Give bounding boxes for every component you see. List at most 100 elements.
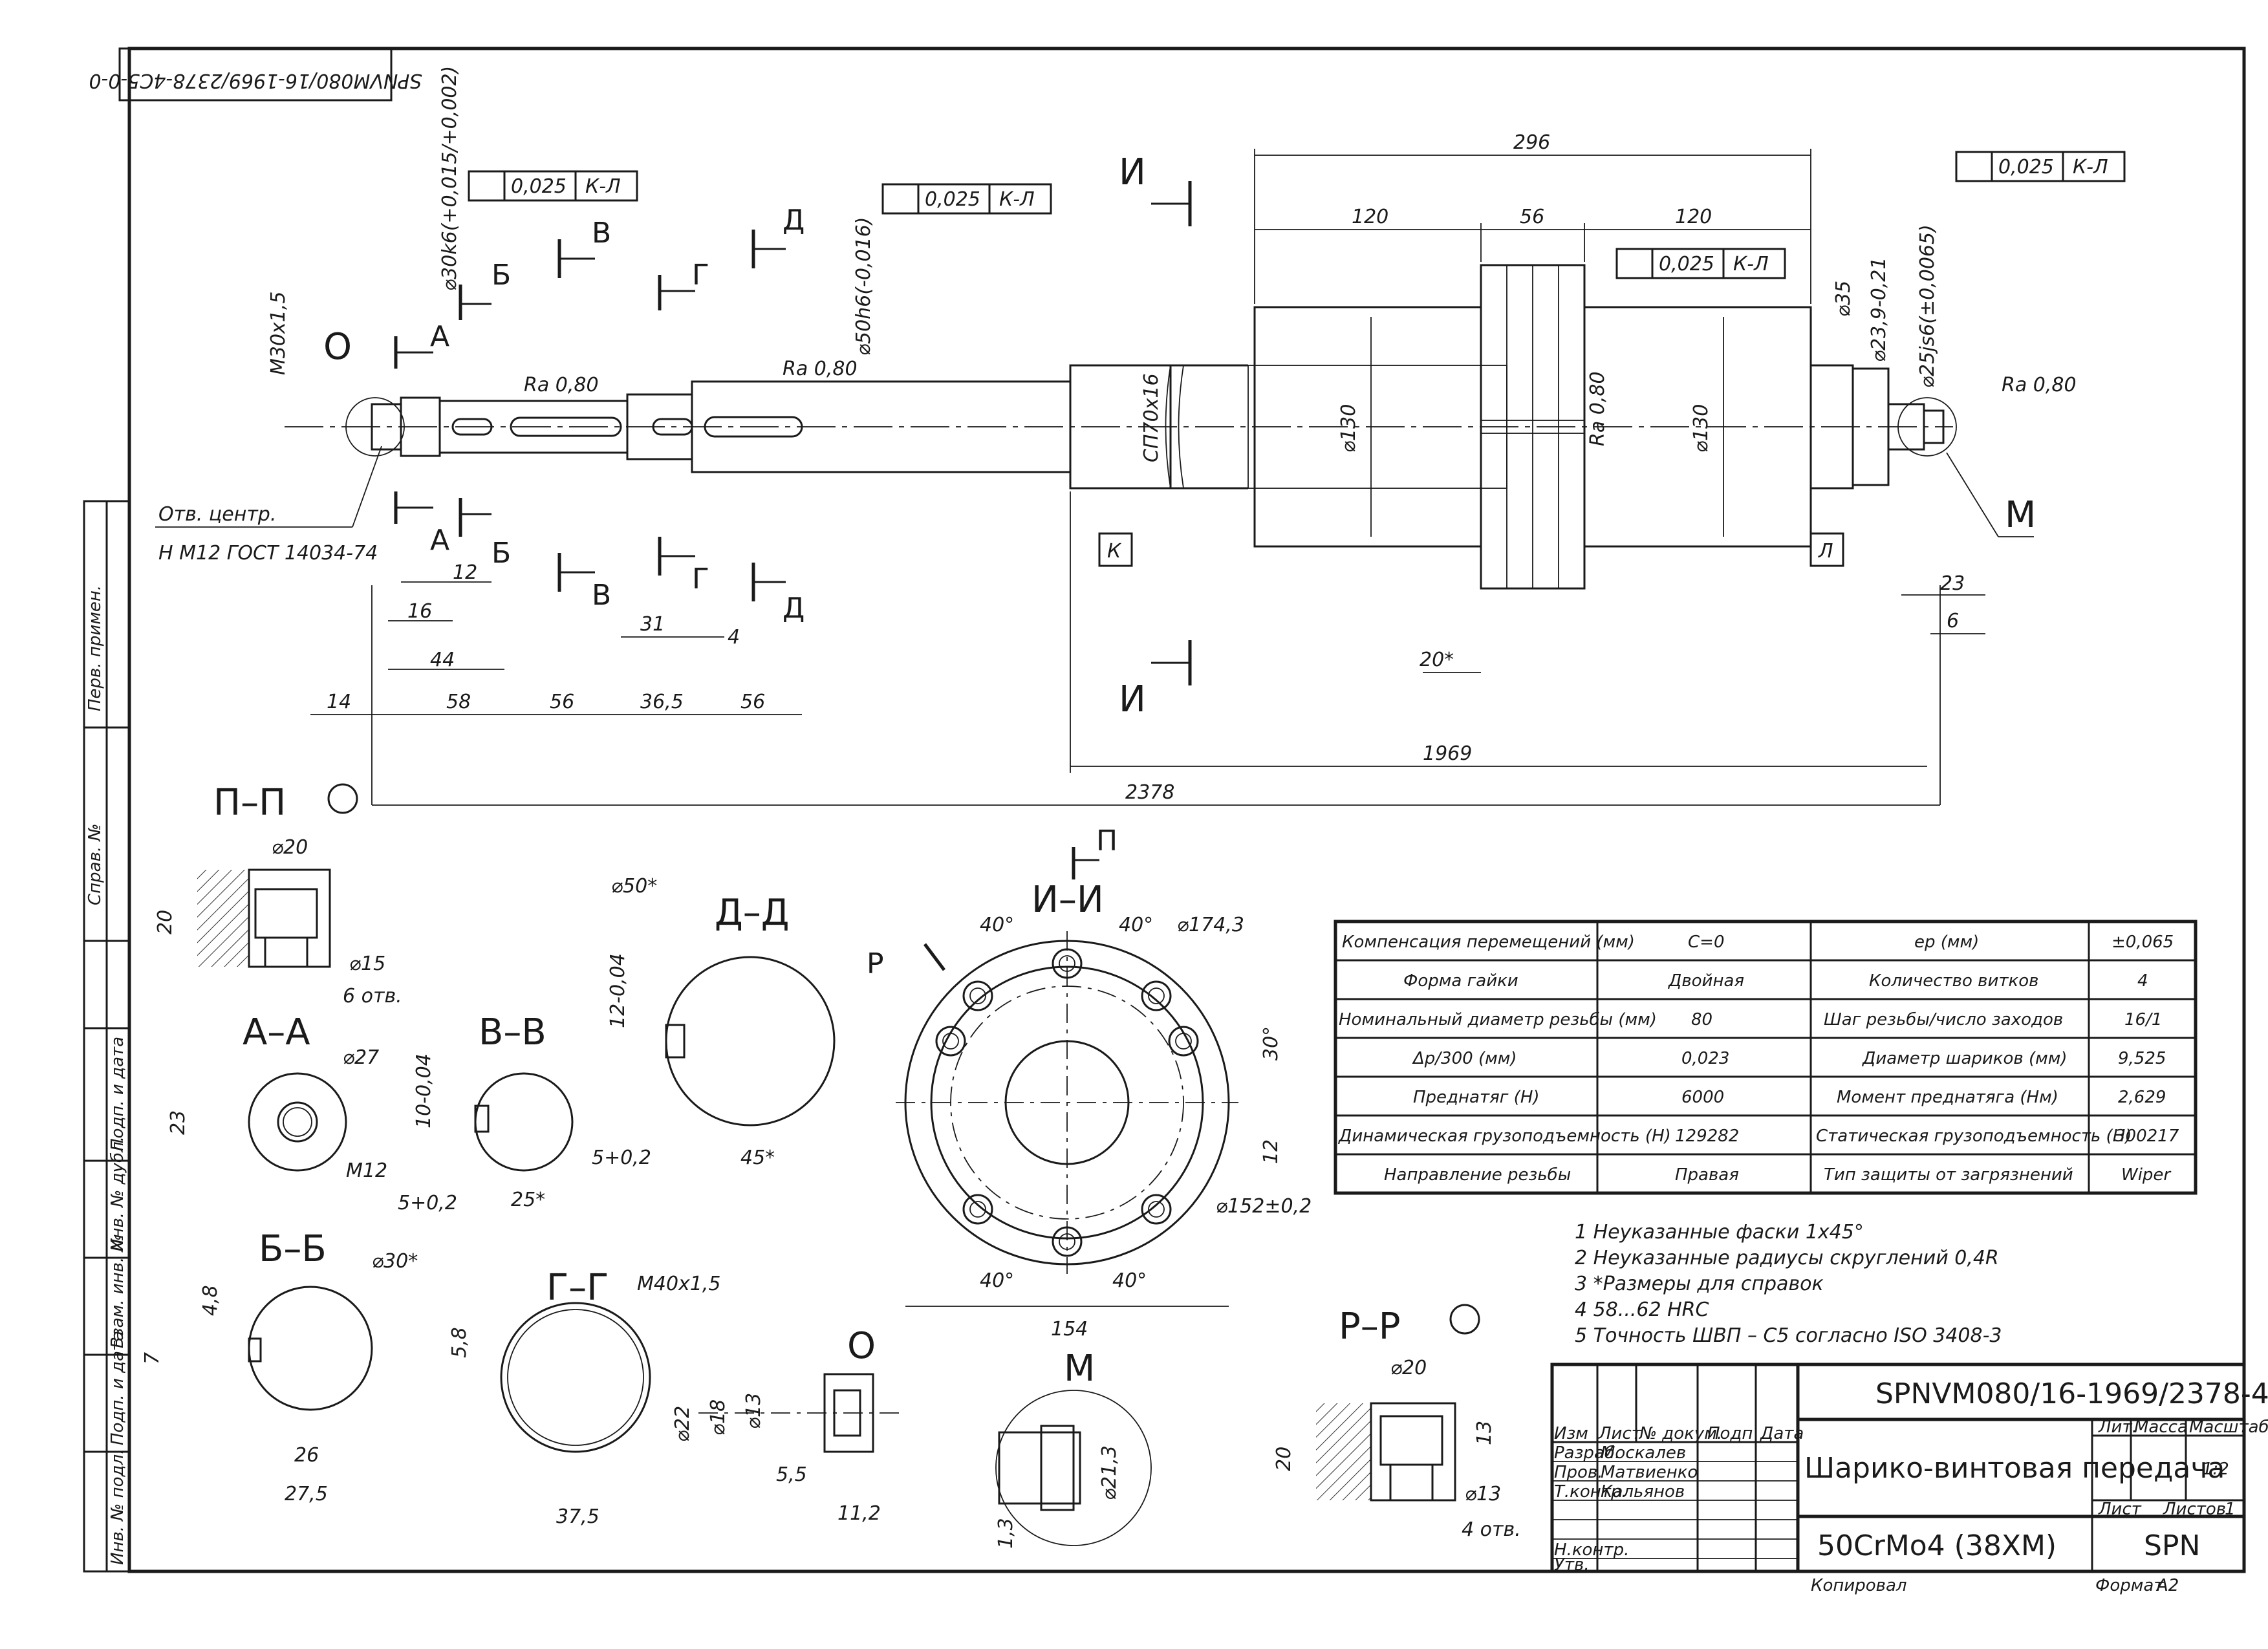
detail-o-11-2: 11,2 [837,1502,881,1525]
gdt-tol-4: 0,025 [1998,156,2054,178]
spec-r5-c3: 300217 [2115,1126,2179,1146]
mirrored-code-stamp: SPNVM080/16-1969/2378-4C5-0-0 [89,69,422,92]
gdt-ref-3: К-Л [1733,253,1769,275]
section-dd-5: 5+0,2 [592,1147,651,1169]
section-bb-d30: ⌀30* [372,1250,418,1273]
section-vv: В–В 10-0,04 5+0,2 25* [398,1011,574,1214]
spec-r5-c2: Статическая грузоподъемность (Н) [1816,1126,2132,1146]
tb-scale-val: 1:2 [2202,1460,2229,1479]
cut-letter-i-top: И [1119,151,1146,193]
tb-tkontr-name: Кальянов [1601,1482,1685,1502]
spec-r2-c0: Номинальный диаметр резьбы (мм) [1339,1010,1657,1029]
spec-r6-c1: Правая [1675,1165,1739,1185]
section-rr-d13: ⌀13 [1465,1483,1501,1505]
section-ii-12: 12 [1260,1139,1282,1164]
section-dd: Д–Д ⌀50* 12-0,04 5+0,2 45* [592,875,836,1169]
note-1: 1 Неуказанные фаски 1x45° [1575,1221,1864,1244]
gdt-ref-2: К-Л [999,188,1035,211]
tb-prov-role: Пров. [1554,1463,1603,1482]
section-ii-40-bl: 40° [980,1269,1014,1292]
tb-format: Формат [2095,1576,2164,1595]
dim-296: 296 [1513,131,1550,154]
dim-14: 14 [327,691,351,713]
section-ii-40-br: 40° [1112,1269,1147,1292]
section-ii-p-letter: П [1096,824,1118,857]
datum-l: Л [1818,540,1833,563]
dim-1969: 1969 [1423,742,1472,765]
dim-120-right: 120 [1675,206,1712,228]
section-rr-d20: ⌀20 [1390,1357,1427,1379]
section-ii-40-tl: 40° [980,914,1014,936]
detail-m-title: М [1064,1348,1095,1390]
spec-table: Компенсация перемещений (мм) C=0 eр (мм)… [1334,920,2198,1195]
detail-o-d13: ⌀13 [742,1393,765,1429]
cut-letter-v-top: В [592,217,611,250]
tb-code: SPNVM080/16-1969/2378-4C5-0-0 [1875,1377,2268,1410]
spec-r2-c3: 16/1 [2124,1010,2162,1029]
spec-r6-c2: Тип защиты от загрязнений [1824,1165,2073,1185]
cut-letter-a-top: А [430,320,449,353]
strip-label-inv-dubl: Инв. № дубл. [108,1136,127,1251]
spec-r5-c0: Динамическая грузоподъемность (Н) [1338,1126,1671,1146]
spec-r1-c2: Количество витков [1869,971,2038,991]
gdt-ref-1: К-Л [585,175,621,198]
spec-r6-c0: Направление резьбы [1384,1165,1571,1185]
spec-r1-c3: 4 [2137,971,2148,991]
section-aa-d27: ⌀27 [343,1046,379,1069]
strip-label-sprav: Справ. № [85,824,105,905]
spec-r0-c3: ±0,065 [2111,932,2174,952]
tb-col-izm: Изм [1554,1424,1588,1443]
spec-r2-c2: Шаг резьбы/число заходов [1824,1010,2063,1029]
detail-m: М ⌀21,3 1,3 [995,1348,1152,1549]
strip-label-podp2: Подп. и дата [108,1331,127,1445]
section-dd-45: 45* [740,1147,775,1169]
ra-080-d: Ra 0,80 [2002,374,2077,396]
dim-2378: 2378 [1125,781,1174,804]
detail-o: О ⌀22 ⌀18 ⌀13 5,5 11,2 [671,1325,899,1525]
gdt-frame-4: 0,025 К-Л [1955,151,2126,182]
section-aa-m12: M12 [346,1159,387,1182]
spec-r1-c1: Двойная [1668,971,1744,991]
tb-prov-name: Матвиенко [1601,1463,1698,1482]
thread-callout-left: M30x1,5 [267,291,290,375]
detail-o-d22: ⌀22 [671,1406,694,1442]
section-dd-d50: ⌀50* [611,875,657,898]
section-rr-holes: 4 отв. [1462,1518,1521,1541]
dia-35-right: ⌀35 [1832,281,1855,317]
section-rr-20: 20 [1273,1447,1295,1471]
cut-letter-b-bottom: Б [491,537,511,570]
journal-fit-50: ⌀50h6(-0,016) [852,217,875,356]
shaft-main-view: О А А Б Б В В Г Г Д Д И И М M30x1,5 ⌀30k… [155,66,2126,806]
tb-sheets: Листов [2163,1500,2226,1519]
dim-12: 12 [453,561,477,584]
spec-r3-c1: 0,023 [1681,1049,1729,1068]
section-ii-154: 154 [1051,1318,1088,1341]
datum-k: К [1107,540,1122,563]
detail-m-1-3: 1,3 [995,1518,1017,1549]
gdt-frame-3: 0,025 К-Л [1615,248,1786,279]
strip-label-inv-podl: Инв. № подл. [108,1449,127,1565]
dia-130-left: ⌀130 [1337,404,1360,453]
section-ii-d174: ⌀174,3 [1177,914,1244,936]
detail-m-d21-3: ⌀21,3 [1098,1445,1121,1500]
section-bb-26: 26 [294,1444,319,1467]
section-bb: Б–Б ⌀30* 4,8 7 26 27,5 [141,1228,418,1505]
section-vv-title: В–В [479,1011,546,1053]
section-dd-12: 12-0,04 [607,953,629,1028]
cut-letter-d-top: Д [783,204,805,237]
section-ii-30: 30° [1260,1026,1282,1061]
section-gg-37-5: 37,5 [556,1505,599,1528]
ra-080-a: Ra 0,80 [524,374,599,396]
cut-letter-a-bottom: А [430,524,449,557]
spec-r4-c0: Преднатяг (Н) [1413,1088,1540,1107]
spec-r1-c0: Форма гайки [1403,971,1518,991]
section-rr: Р–Р ⌀20 20 13 ⌀13 4 отв. [1273,1304,1521,1541]
dim-56-c: 56 [740,691,765,713]
section-pp-20: 20 [154,910,177,934]
dia-23-9-right: ⌀23,9-0,21 [1868,257,1890,362]
note-4: 4 58...62 HRC [1575,1299,1709,1321]
tb-razrab-role: Разраб. [1554,1443,1620,1463]
note-3: 3 *Размеры для справок [1575,1273,1824,1295]
gdt-ref-4: К-Л [2073,156,2108,178]
spec-r0-c2: eр (мм) [1914,932,1979,952]
